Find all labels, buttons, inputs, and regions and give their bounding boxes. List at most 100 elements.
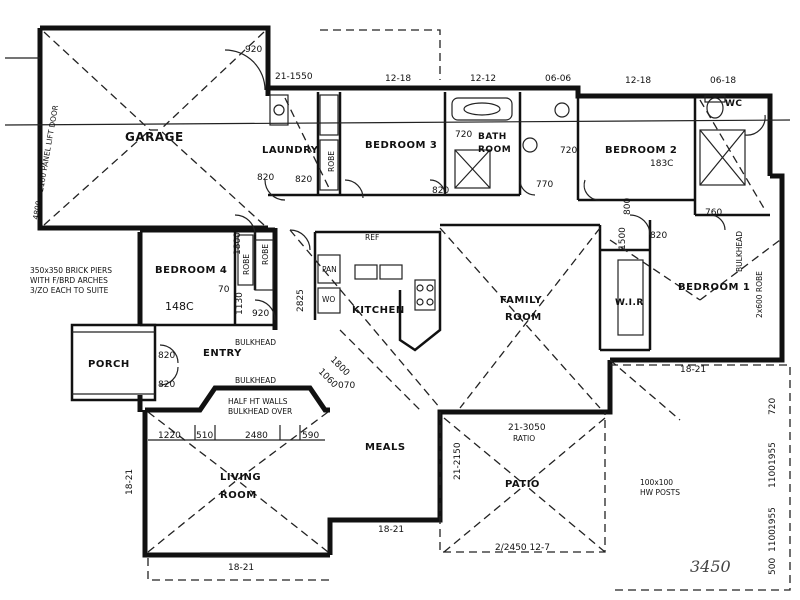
dim-text: 720 — [768, 398, 778, 415]
label-bedroom-1: BEDROOM 1 — [678, 282, 750, 293]
dim-text: 2/2450 12-7 — [495, 543, 550, 553]
label-living-room: ROOM — [220, 490, 257, 501]
note-piers: 3/ZO EACH TO SUITE — [30, 286, 109, 295]
dim-text: 18-21 — [228, 563, 254, 573]
dim-text: 920 — [252, 309, 269, 319]
roof-hip-lines — [4, 29, 791, 591]
dim-text: 820 — [650, 231, 667, 241]
dim-text: 18-21 — [378, 525, 404, 535]
dim-text: 820 — [295, 175, 312, 185]
dim-text: 2480 — [245, 431, 268, 441]
shower — [454, 149, 491, 189]
dim-text: 12-12 — [470, 74, 496, 84]
dim-text: 590 — [302, 431, 319, 441]
note-bulkhead-living: BULKHEAD — [235, 376, 276, 385]
dim-text: 18-21 — [125, 469, 135, 495]
note-half-walls: HALF HT WALLS — [228, 397, 288, 406]
dim-text: 1800 — [233, 232, 243, 255]
laundry-trough — [269, 94, 289, 126]
room-labels: GARAGE LAUNDRY BEDROOM 3 BATH ROOM BEDRO… — [88, 99, 750, 501]
label-family-room: ROOM — [505, 312, 542, 323]
dim-text: 070 — [338, 381, 355, 391]
label-porch: PORCH — [88, 359, 130, 370]
note-half-walls: BULKHEAD OVER — [228, 407, 292, 416]
dim-text: 12-18 — [385, 74, 411, 84]
dim-text: 21-2150 — [453, 442, 463, 480]
dim-text: 2825 — [296, 289, 306, 312]
dim-text: 21-1550 — [275, 72, 313, 82]
label-bath: BATH — [478, 132, 507, 142]
note-posts: 100x100 — [640, 478, 673, 487]
label-kitchen: KITCHEN — [352, 305, 405, 316]
dim-text: 500 — [768, 558, 778, 575]
plan-notes: 4800 x 2100 PANEL LIFT DOOR 350x350 BRIC… — [30, 104, 764, 576]
note-robe-bed1: 2x600 ROBE — [755, 271, 764, 318]
label-bedroom-2: BEDROOM 2 — [605, 145, 677, 156]
label-patio: PATIO — [505, 479, 540, 490]
label-bath-room: ROOM — [478, 145, 511, 155]
door-swings — [159, 49, 766, 386]
dim-text: 760 — [705, 208, 722, 218]
note-robe: ROBE — [327, 151, 336, 172]
dim-text: 1500 — [618, 227, 628, 250]
fridge — [317, 254, 341, 284]
note-bulkhead-bed1: BULKHEAD — [735, 231, 744, 272]
fixtures — [148, 94, 746, 558]
dim-text: 1955 — [768, 507, 778, 530]
dim-text: 800 — [623, 198, 633, 215]
dim-text: 1060 — [316, 367, 339, 390]
label-entry: ENTRY — [203, 348, 242, 359]
note-piers: WITH F/BRD ARCHES — [30, 276, 108, 285]
dim-text: 920 — [245, 45, 262, 55]
dim-text: 1220 — [158, 431, 181, 441]
note-ratio: RATIO — [513, 434, 535, 443]
signature: 3450 — [690, 557, 731, 576]
dim-text: 820 — [257, 173, 274, 183]
note-garage-door: 4800 x 2100 PANEL LIFT DOOR — [31, 104, 60, 220]
dim-text: 820 — [158, 380, 175, 390]
dim-text: 820 — [432, 186, 449, 196]
dim-text: 06-06 — [545, 74, 571, 84]
label-garage: GARAGE — [125, 130, 184, 144]
label-living: LIVING — [220, 472, 261, 483]
bedroom-4-size: 148C — [165, 300, 194, 313]
dim-text: 18-21 — [680, 365, 706, 375]
ensuite-shower — [699, 129, 746, 186]
note-ref: REF — [365, 233, 379, 242]
exterior-walls — [37, 25, 785, 558]
note-bulkhead-entry: BULKHEAD — [235, 338, 276, 347]
note-posts: HW POSTS — [640, 488, 680, 497]
label-family: FAMILY — [500, 295, 542, 306]
note-robe: ROBE — [261, 244, 270, 265]
pantry — [317, 287, 341, 314]
label-bedroom-4: BEDROOM 4 — [155, 265, 227, 276]
note-robe: ROBE — [242, 254, 251, 275]
dim-text: 1130 — [235, 292, 245, 315]
dim-text: 770 — [536, 180, 553, 190]
label-wc: WC — [725, 99, 743, 109]
label-meals: MEALS — [365, 442, 406, 453]
dim-text: 70 — [218, 285, 230, 295]
dim-text: 1100 — [768, 465, 778, 488]
cooktop — [414, 279, 436, 311]
dim-text: 510 — [196, 431, 213, 441]
dim-text: 1955 — [768, 442, 778, 465]
porch-outline — [70, 323, 157, 402]
note-piers: 350x350 BRICK PIERS — [30, 266, 112, 275]
label-laundry: LAUNDRY — [262, 145, 319, 156]
dim-text: 1100 — [768, 529, 778, 552]
label-wir: W.I.R — [615, 298, 644, 308]
note-wo: WO — [322, 295, 335, 304]
dim-text: 820 — [158, 351, 175, 361]
basin — [522, 137, 538, 153]
dim-text: 06-18 — [710, 76, 736, 86]
toilet — [706, 97, 724, 119]
note-pantry: PAN — [322, 265, 337, 274]
dim-text: 12-18 — [625, 76, 651, 86]
dim-text: 21-3050 — [508, 423, 546, 433]
bedroom-2-size: 183C — [650, 159, 673, 169]
dim-text: 720 — [455, 130, 472, 140]
label-bedroom-3: BEDROOM 3 — [365, 140, 437, 151]
dim-text: 720 — [560, 146, 577, 156]
